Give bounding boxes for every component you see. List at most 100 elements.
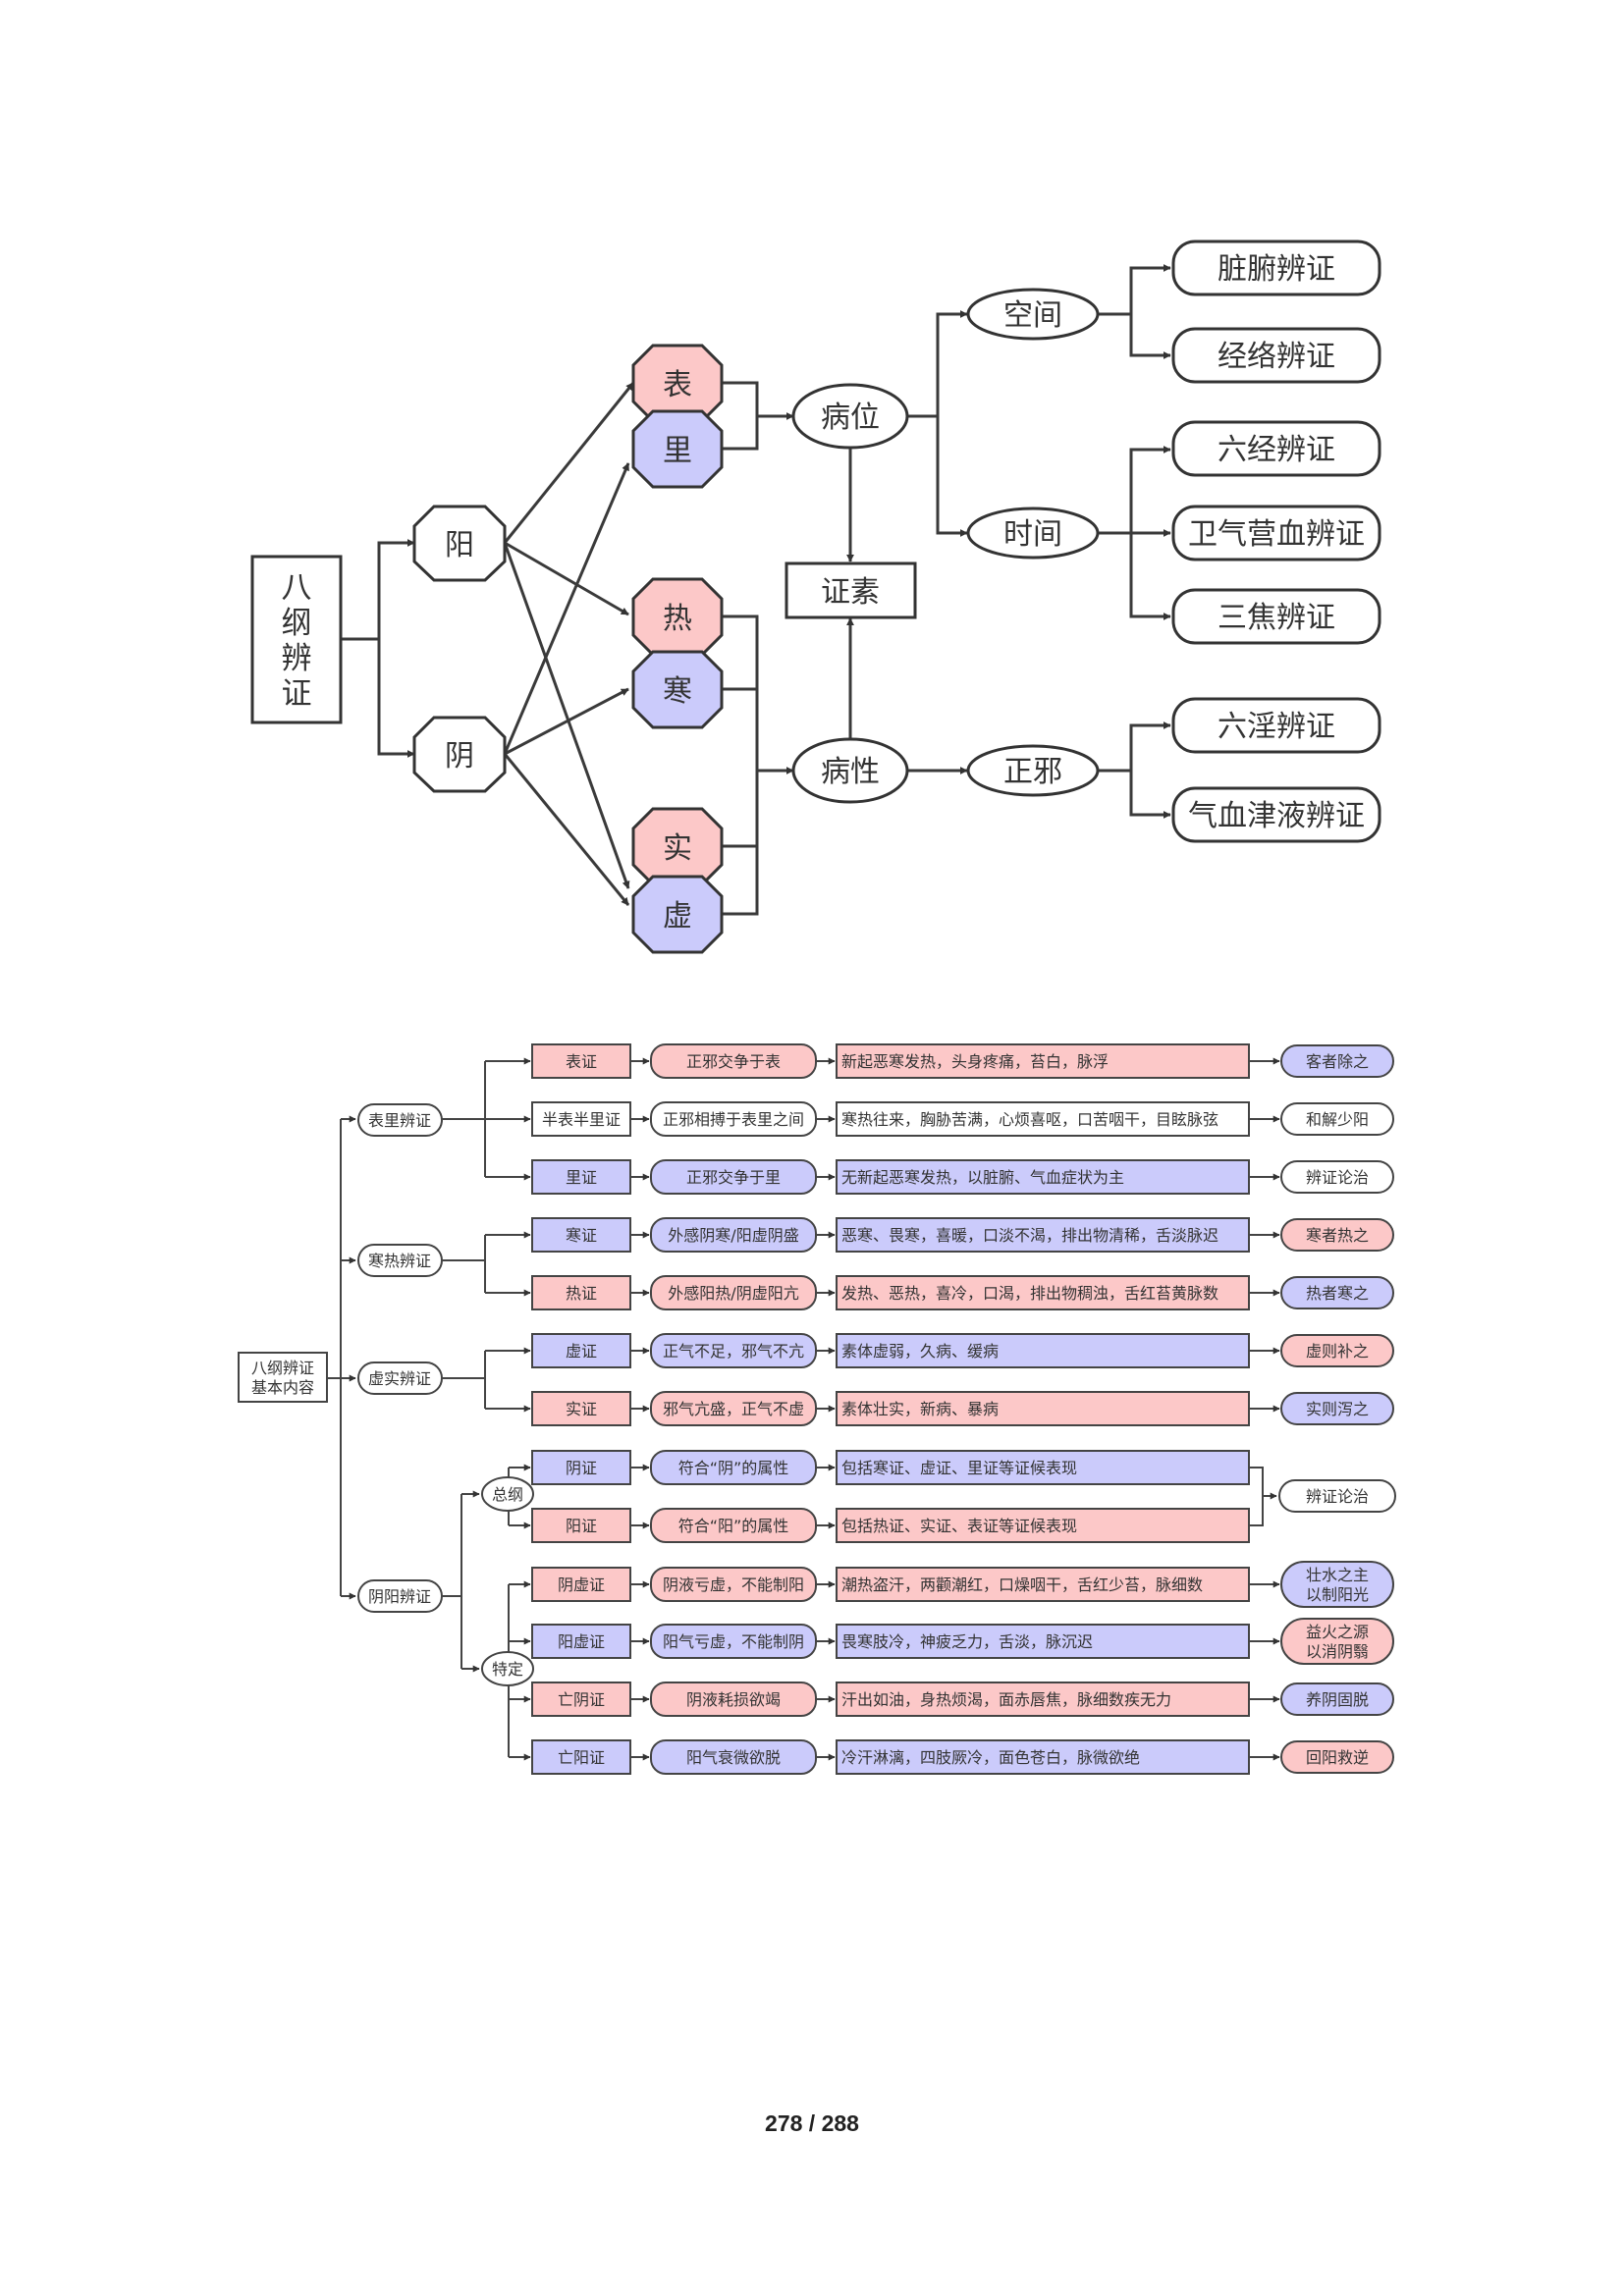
subgroup-zonggang-label: 总纲: [492, 1485, 523, 1504]
syndrome-name: 亡阴证: [558, 1690, 605, 1709]
treatment-node: [1280, 1160, 1394, 1194]
treatment-node: [1280, 1392, 1394, 1425]
yin-node: 阴: [412, 716, 507, 793]
syndrome-mechanism: 正邪交争于里: [686, 1168, 781, 1187]
treatment-node: [1280, 1044, 1394, 1078]
treatment-label: 寒者热之: [1306, 1226, 1369, 1245]
syndrome-symptoms: 冷汗淋漓，四肢厥冷，面色苍白，脉微欲绝: [841, 1748, 1140, 1767]
treatment-label: 和解少阳: [1306, 1110, 1369, 1129]
syndrome-mechanism: 外感阳热/阴虚阳亢: [668, 1284, 798, 1303]
top-root-node: 八 纲 辨 证: [250, 555, 343, 724]
xu-node: 虚: [631, 875, 724, 954]
syndrome-name: 半表半里证: [542, 1110, 621, 1129]
sanjiao-node: 三焦辨证: [1171, 588, 1381, 645]
syndrome-mechanism: 阴液亏虚，不能制阳: [663, 1575, 804, 1594]
top-root-char-2: 纲: [282, 606, 312, 641]
syndrome-symptoms: 包括热证、实证、表证等证候表现: [841, 1517, 1077, 1535]
syndrome-symptoms: 寒热往来，胸胁苦满，心烦喜呕，口苦咽干，目眩脉弦: [841, 1110, 1218, 1129]
syndrome-mechanism-box: [650, 1567, 817, 1602]
syndrome-mechanism: 外感阴寒/阳虚阴盛: [668, 1226, 798, 1245]
syndrome-mechanism-box: [650, 1450, 817, 1485]
syndrome-symptoms-box: [836, 1391, 1250, 1426]
syndrome-name: 热证: [566, 1284, 597, 1303]
xu-label: 虚: [663, 899, 692, 934]
treatment-label: 回阳救逆: [1306, 1748, 1369, 1767]
syndrome-symptoms-box: [836, 1624, 1250, 1659]
group-yinyang: 阴阳辨证: [357, 1579, 443, 1613]
syndrome-name-box: [531, 1159, 631, 1195]
syndrome-mechanism: 邪气亢盛，正气不虚: [663, 1400, 804, 1418]
syndrome-mechanism-box: [650, 1043, 817, 1079]
subgroup-teding: 特定: [481, 1651, 534, 1686]
treatment-node: [1280, 1618, 1394, 1665]
weiqi-label: 卫气营血辨证: [1188, 517, 1365, 552]
liujing-label: 六经辨证: [1218, 433, 1335, 467]
group-yinyang-label: 阴阳辨证: [368, 1587, 431, 1606]
han-label: 寒: [663, 674, 692, 709]
liujing-node: 六经辨证: [1171, 420, 1381, 477]
yinyang-treat-label: 辨证论治: [1306, 1487, 1369, 1506]
treatment-label: 以制阳光: [1306, 1585, 1369, 1604]
treatment-node: [1280, 1740, 1394, 1774]
zangfu-node: 脏腑辨证: [1171, 240, 1381, 296]
syndrome-row: 寒证外感阴寒/阳虚阴盛恶寒、畏寒，喜暖，口淡不渴，排出物清稀，舌淡脉迟寒者热之: [531, 1217, 1394, 1253]
syndrome-row: 阳虚证阳气亏虚，不能制阴畏寒肢冷，神疲乏力，舌淡，脉沉迟益火之源以消阴翳: [531, 1618, 1394, 1665]
kongjian-label: 空间: [1003, 298, 1062, 333]
syndrome-name: 阴证: [566, 1459, 597, 1477]
treatment-label: 实则泻之: [1306, 1400, 1369, 1418]
jingluo-node: 经络辨证: [1171, 327, 1381, 384]
treatment-label: 养阴固脱: [1306, 1690, 1369, 1709]
syndrome-name-box: [531, 1043, 631, 1079]
top-root-char-3: 辨: [282, 641, 312, 676]
yin-label: 阴: [445, 739, 474, 774]
re-label: 热: [663, 602, 692, 636]
syndrome-mechanism-box: [650, 1682, 817, 1717]
biao-label: 表: [663, 368, 692, 402]
top-root-char-1: 八: [282, 570, 312, 606]
zhengsu-label: 证素: [821, 575, 880, 610]
syndrome-mechanism: 符合“阳”的属性: [678, 1517, 789, 1535]
syndrome-row: 里证 正邪交争于里 无新起恶寒发热，以脏腑、气血症状为主 辨证论治: [531, 1159, 1394, 1195]
syndrome-rows: 表证正邪交争于表新起恶寒发热，头身疼痛，苔白，脉浮客者除之半表半里证正邪相搏于表…: [531, 1043, 1394, 1775]
syndrome-name-box: [531, 1682, 631, 1717]
shijian-node: 时间: [966, 507, 1100, 560]
weiqi-node: 卫气营血辨证: [1171, 505, 1381, 561]
syndrome-symptoms: 无新起恶寒发热，以脏腑、气血症状为主: [841, 1168, 1124, 1187]
row-connectors: [630, 1057, 1280, 1761]
syndrome-name-box: [531, 1450, 631, 1485]
syndrome-symptoms: 恶寒、畏寒，喜暖，口淡不渴，排出物清稀，舌淡脉迟: [841, 1226, 1218, 1245]
syndrome-mechanism-box: [650, 1391, 817, 1426]
syndrome-mechanism-box: [650, 1101, 817, 1137]
syndrome-name: 亡阳证: [558, 1748, 605, 1767]
syndrome-row: 亡阳证阳气衰微欲脱冷汗淋漓，四肢厥冷，面色苍白，脉微欲绝回阳救逆: [531, 1739, 1394, 1775]
syndrome-mechanism-box: [650, 1275, 817, 1310]
syndrome-mechanism: 正气不足，邪气不亢: [663, 1342, 804, 1361]
syndrome-symptoms: 素体虚弱，久病、缓病: [841, 1342, 999, 1361]
bingxing-node: 病性: [791, 737, 909, 804]
syndrome-row: 实证邪气亢盛，正气不虚素体壮实，新病、暴病实则泻之: [531, 1391, 1394, 1426]
syndrome-mechanism-box: [650, 1333, 817, 1368]
yang-label: 阳: [445, 528, 474, 562]
treatment-label: 客者除之: [1306, 1052, 1369, 1071]
liuyin-node: 六淫辨证: [1171, 697, 1381, 754]
treatment-label: 壮水之主: [1306, 1566, 1369, 1584]
zhengsu-node: 证素: [785, 561, 917, 619]
group-hanre: 寒热辨证: [357, 1244, 443, 1277]
treatment-label: 热者寒之: [1306, 1284, 1369, 1303]
syndrome-symptoms: 包括寒证、虚证、里证等证候表现: [841, 1459, 1077, 1477]
page-number: 278 / 288: [765, 2110, 859, 2136]
top-root-char-4: 证: [282, 676, 312, 712]
treatment-node: [1280, 1276, 1394, 1309]
syndrome-name: 里证: [566, 1168, 597, 1187]
treatment-label: 虚则补之: [1306, 1342, 1369, 1361]
bottom-connectors: [327, 1057, 1277, 1761]
syndrome-name-box: [531, 1333, 631, 1368]
syndrome-row: 半表半里证正邪相搏于表里之间寒热往来，胸胁苦满，心烦喜呕，口苦咽干，目眩脉弦和解…: [531, 1101, 1394, 1137]
syndrome-symptoms-box: [836, 1043, 1250, 1079]
syndrome-name: 实证: [566, 1400, 597, 1418]
liuyin-label: 六淫辨证: [1218, 710, 1335, 744]
han-node: 寒: [631, 650, 724, 729]
group-biaoli-label: 表里辨证: [368, 1111, 431, 1130]
treatment-label: 辨证论治: [1306, 1168, 1369, 1187]
syndrome-symptoms-box: [836, 1101, 1250, 1137]
